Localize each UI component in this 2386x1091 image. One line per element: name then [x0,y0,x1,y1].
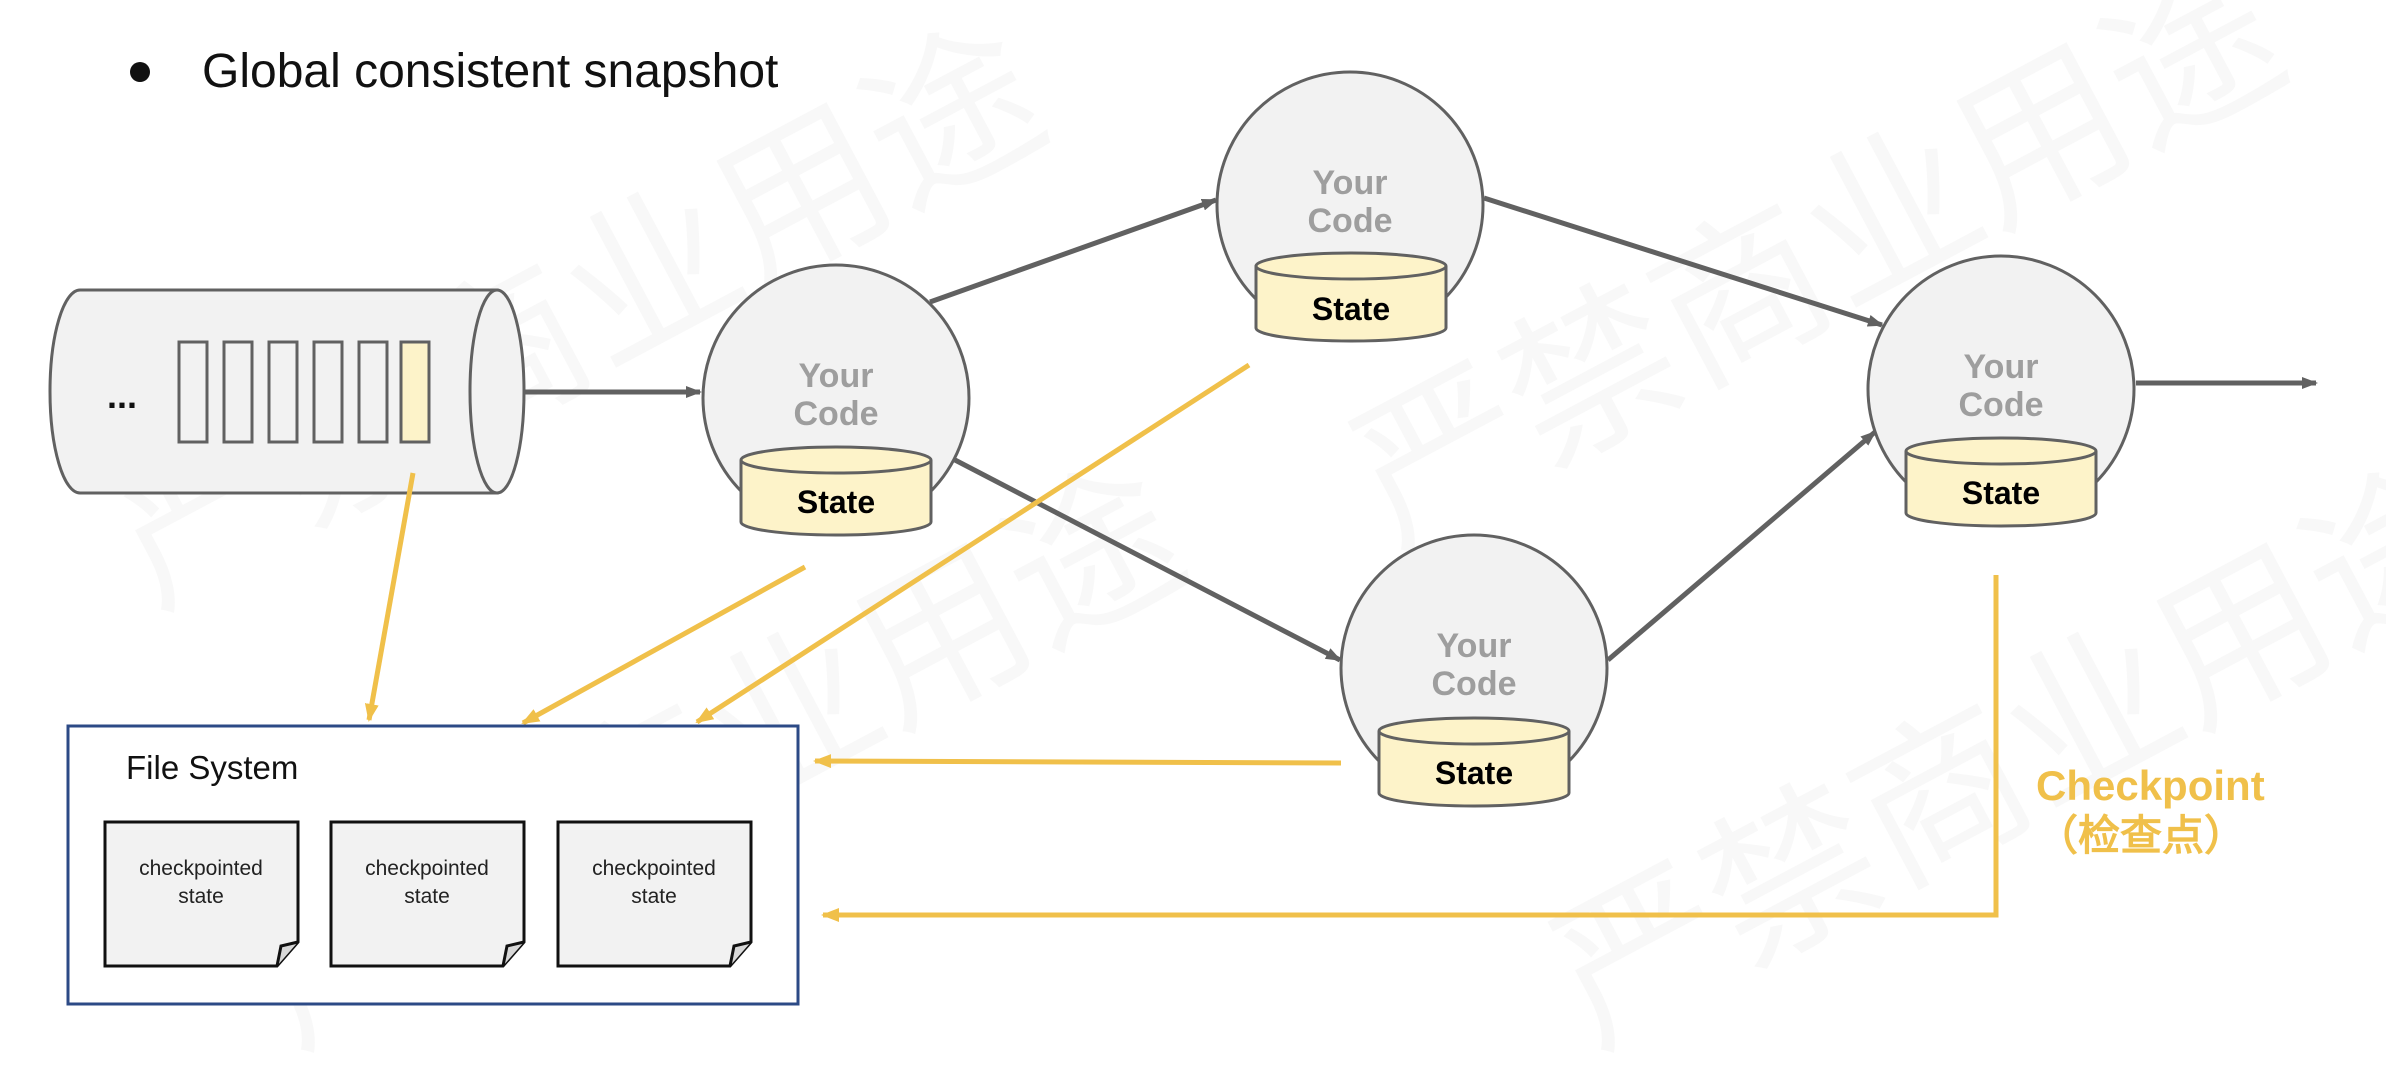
node-code-line2: Code [794,395,879,433]
node-code-line2: Code [1959,386,2044,424]
checkpoint-label: Checkpoint （检查点） [2036,762,2265,860]
arrow-node3-to-node4 [1606,430,1877,662]
queue-record [177,340,209,444]
arrow-node1-to-node3 [953,457,1342,663]
checkpointed-state-doc-3: checkpointed state [556,820,753,968]
file-system-box: File System checkpointed state checkpoin… [66,724,800,1006]
doc-text-line1: checkpointed [139,857,263,880]
node-code-line1: Your [1964,348,2039,386]
node-code-line1: Your [1437,627,1512,665]
diagram-svg: ... Your Code State Your Code State [48,70,2318,1006]
checkpoint-label-line2: （检查点） [2036,811,2246,860]
node-code-line1: Your [1313,164,1388,202]
checkpointed-state-doc-1: checkpointed state [103,820,300,968]
queue-record [312,340,344,444]
operator-node-4: Your Code State [1866,254,2136,528]
queue-record-barrier [399,340,431,444]
queue-record [222,340,254,444]
node-code-line2: Code [1308,202,1393,240]
doc-text-line1: checkpointed [592,857,716,880]
doc-text-line2: state [404,885,450,908]
arrow-node2-to-node4 [1483,195,1884,328]
checkpoint-arrow-node4 [821,575,1999,922]
queue-ellipsis: ... [107,375,137,416]
doc-text-line2: state [631,885,677,908]
checkpoint-arrow-source [364,472,416,722]
checkpoint-arrow-node2 [695,362,1251,725]
state-label: State [1435,755,1513,791]
state-label: State [797,484,875,520]
operator-node-1: Your Code State [701,263,971,537]
checkpoint-label-line1: Checkpoint [2036,762,2265,809]
source-queue: ... [48,288,526,495]
operator-node-2: Your Code State [1215,70,1485,343]
checkpoint-arrow-node3 [813,754,1342,769]
doc-text-line2: state [178,885,224,908]
bullet-icon [130,61,150,82]
arrow-node1-to-node2 [929,197,1218,305]
checkpointed-state-doc-2: checkpointed state [329,820,526,968]
state-label: State [1962,475,2040,511]
checkpoint-arrows [364,362,1999,922]
checkpoint-arrow-node1 [521,564,807,726]
diagram-canvas: 严禁商业用途 严禁商业用途 严禁商业用途 严禁商业用途 Global consi… [48,44,2318,1006]
header: Global consistent snapshot [130,44,778,99]
queue-record [357,340,389,444]
operator-node-3: Your Code State [1339,533,1609,808]
node-code-line2: Code [1432,665,1517,703]
state-label: State [1312,291,1390,327]
queue-record [267,340,299,444]
doc-text-line1: checkpointed [365,857,489,880]
page-title: Global consistent snapshot [202,45,779,98]
file-system-title: File System [126,749,298,786]
flow-arrows [520,195,2318,663]
node-code-line1: Your [799,357,874,395]
